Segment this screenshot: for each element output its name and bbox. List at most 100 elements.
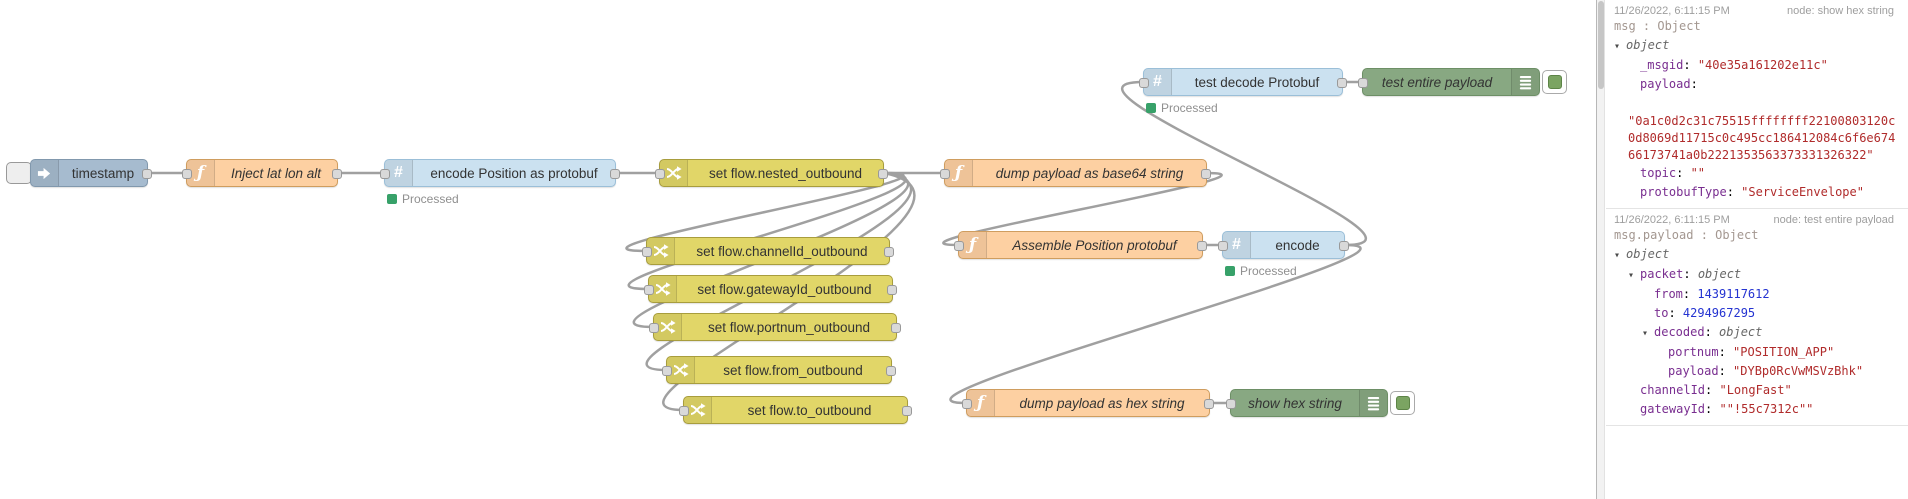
json-value-str: "DYBp0RcVwMSVzBhk" [1733,364,1864,378]
json-key: channelId [1640,383,1706,397]
status-text: Processed [1161,101,1218,115]
debug-row: gatewayId: ""!55c7312c"" [1606,400,1908,419]
node-label: encode [1275,237,1320,253]
node-set-channelid[interactable]: set flow.channelId_outbound [642,237,894,265]
input-port[interactable] [954,241,964,251]
output-port[interactable] [886,366,896,376]
json-key: protobufType [1640,185,1727,199]
json-value-str: "ServiceEnvelope" [1741,185,1864,199]
wire-set-nested-outbound-to-set-to[interactable] [662,171,916,412]
output-port[interactable] [887,285,897,295]
json-value-str: "LongFast" [1719,383,1792,397]
input-port[interactable] [642,247,652,257]
input-port[interactable] [380,169,390,179]
function-icon: ƒ [967,390,995,416]
node-timestamp[interactable]: timestamp [30,159,152,187]
colon: : [1705,383,1720,397]
expand-arrow-icon[interactable]: ▾ [1628,270,1635,281]
debug-row: ▾object [1606,245,1908,265]
debug-toggle-button[interactable] [1390,391,1415,415]
node-set-portnum[interactable]: set flow.portnum_outbound [649,313,901,341]
debug-row: _msgid: "40e35a161202e11c" [1606,56,1908,75]
input-port[interactable] [940,169,950,179]
inject-button[interactable] [6,162,32,184]
output-port[interactable] [1204,399,1214,409]
node-show-hex-string[interactable]: show hex string [1226,389,1388,417]
node-encode[interactable]: #encode [1218,231,1349,259]
input-port[interactable] [182,169,192,179]
json-value-str: "40e35a161202e11c" [1697,58,1828,72]
wire-encode-to-test-decode-protobuf[interactable] [1121,80,1367,247]
expand-arrow-icon[interactable]: ▾ [1614,41,1621,52]
output-port[interactable] [610,169,620,179]
input-port[interactable] [1139,78,1149,88]
input-port[interactable] [655,169,665,179]
debug-row: payload: [1606,75,1908,94]
output-port[interactable] [332,169,342,179]
input-port[interactable] [1358,78,1368,88]
output-port[interactable] [902,406,912,416]
expand-arrow-icon[interactable]: ▾ [1642,328,1649,339]
input-port[interactable] [679,406,689,416]
json-key: packet [1640,267,1684,281]
json-key: decoded [1654,325,1705,339]
node-test-entire-payload[interactable]: test entire payload [1358,68,1540,96]
wire-encode-to-dump-hex[interactable] [949,243,1362,405]
status-dot-icon [1225,266,1235,276]
node-encode-position[interactable]: #encode Position as protobuf [380,159,620,187]
node-status: Processed [387,192,459,206]
debug-row: ▾decoded: object [1606,323,1908,343]
canvas-vertical-scrollbar[interactable] [1597,0,1605,499]
node-label: set flow.to_outbound [747,402,872,418]
input-port[interactable] [649,323,659,333]
wire-dump-base64-to-assemble-position[interactable] [942,171,1223,247]
output-port[interactable] [1197,241,1207,251]
input-port[interactable] [662,366,672,376]
debug-toggle-button[interactable] [1542,70,1567,94]
colon: : [1704,325,1720,339]
node-label: Assemble Position protobuf [1012,237,1177,253]
debug-timestamp: 11/26/2022, 6:11:15 PM [1614,5,1730,17]
status-text: Processed [1240,264,1297,278]
json-key: gatewayId [1640,402,1706,416]
json-value-obj: object [1697,267,1742,281]
node-test-decode-protobuf[interactable]: #test decode Protobuf [1139,68,1347,96]
node-set-to[interactable]: set flow.to_outbound [679,396,912,424]
node-set-from[interactable]: set flow.from_outbound [662,356,896,384]
json-value-str: "0a1c0d2c31c75515ffffffff22100803120c0d8… [1628,114,1896,162]
output-port[interactable] [142,169,152,179]
output-port[interactable] [1201,169,1211,179]
scrollbar-thumb[interactable] [1598,1,1604,89]
input-port[interactable] [1218,241,1228,251]
debug-row: from: 1439117612 [1606,285,1908,304]
expand-arrow-icon[interactable]: ▾ [1614,250,1621,261]
colon: : [1690,77,1698,91]
debug-row: protobufType: "ServiceEnvelope" [1606,183,1908,202]
output-port[interactable] [1339,241,1349,251]
debug-timestamp: 11/26/2022, 6:11:15 PM [1614,214,1730,226]
colon: : [1683,58,1698,72]
input-port[interactable] [962,399,972,409]
json-value-str: "" [1690,166,1706,180]
output-port[interactable] [884,247,894,257]
node-set-nested-outbound[interactable]: set flow.nested_outbound [655,159,888,187]
input-port[interactable] [1226,399,1236,409]
colon: : [1668,306,1683,320]
output-port[interactable] [1337,78,1347,88]
output-port[interactable] [891,323,901,333]
debug-row: ▾object [1606,36,1908,56]
debug-row: to: 4294967295 [1606,304,1908,323]
node-set-gatewayid[interactable]: set flow.gatewayId_outbound [644,275,897,303]
input-port[interactable] [644,285,654,295]
debug-row: topic: "" [1606,164,1908,183]
node-label: test entire payload [1381,74,1493,90]
output-port[interactable] [878,169,888,179]
